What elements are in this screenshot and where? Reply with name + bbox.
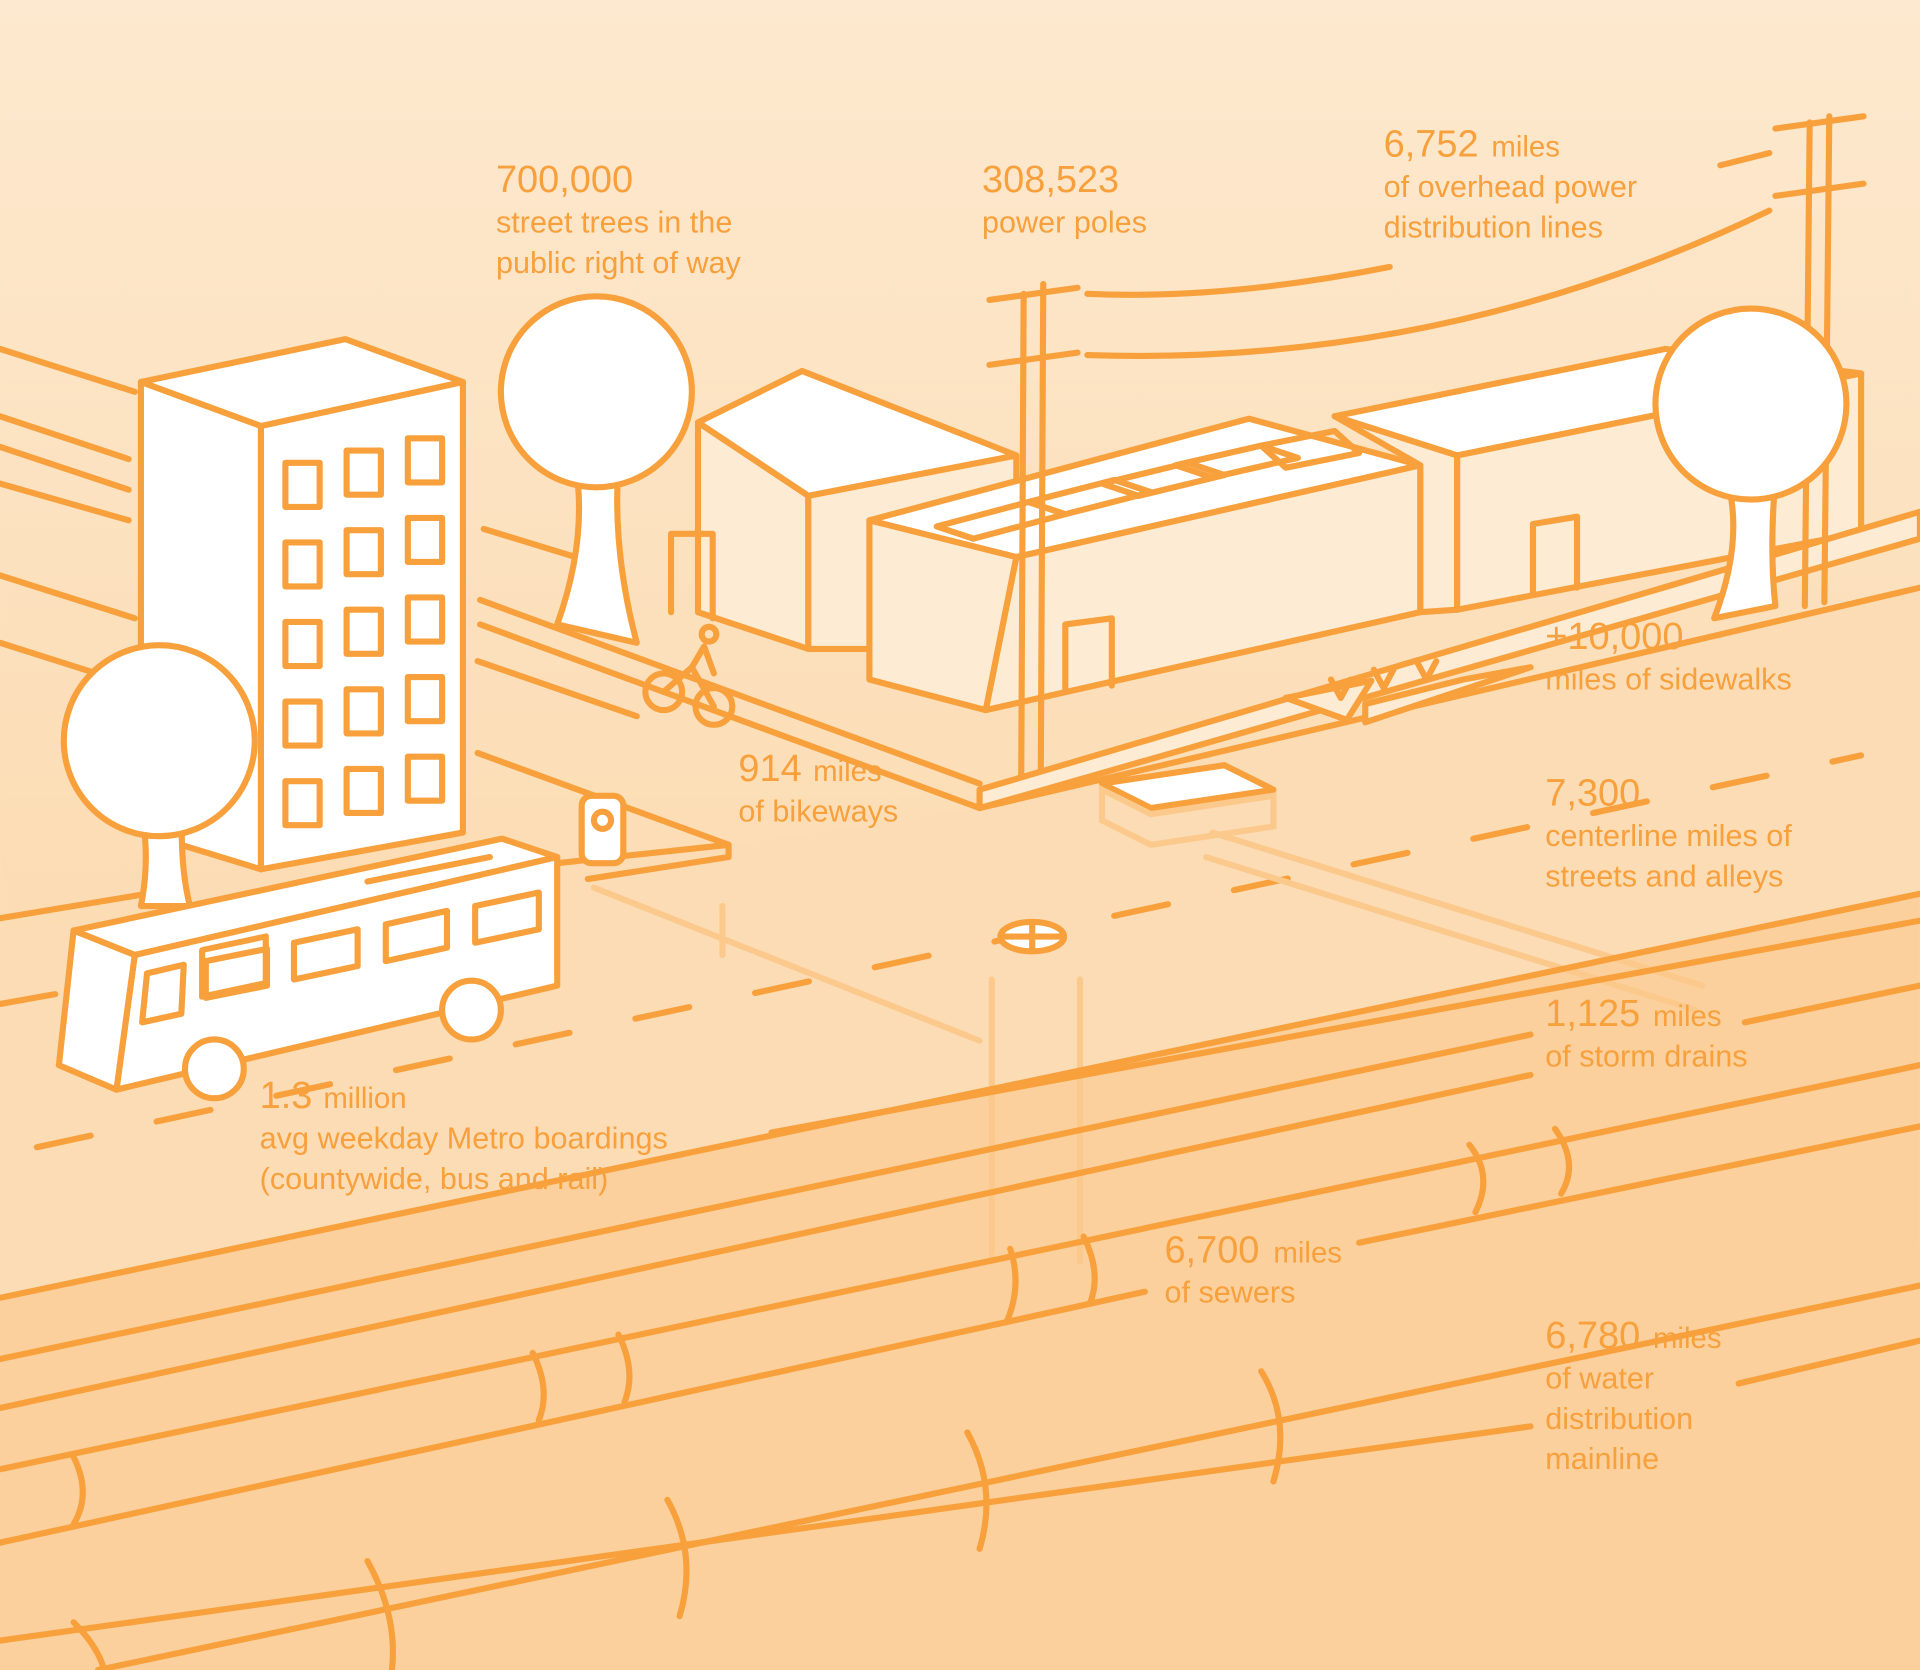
stat-desc: miles of sidewalks — [1545, 662, 1792, 696]
stat-desc: of sewers — [1164, 1276, 1295, 1310]
label-sewers: 6,700 miles of sewers — [1164, 1229, 1342, 1309]
stat-value: 1.3 — [260, 1075, 313, 1117]
label-street-trees: 700,000 street trees in the public right… — [496, 159, 742, 280]
stat-value: +10,000 — [1545, 616, 1683, 658]
street-surface — [0, 587, 1920, 1298]
street-tree — [1652, 305, 1850, 622]
stat-desc: distribution lines — [1384, 211, 1603, 245]
stat-unit: miles — [1653, 1000, 1722, 1033]
back-buildings — [667, 345, 1920, 812]
underground-pipes — [0, 890, 1920, 1670]
water-service-line — [590, 884, 983, 1044]
planters — [1282, 658, 1534, 726]
cyclist-icon — [642, 623, 736, 728]
apartment-building — [137, 336, 466, 873]
stat-unit: miles — [1653, 1322, 1722, 1355]
label-storm-drains: 1,125 miles of storm drains — [1545, 993, 1747, 1073]
stat-unit: million — [323, 1082, 406, 1115]
stat-value: 7,300 — [1545, 773, 1640, 815]
stat-value: 700,000 — [496, 159, 633, 201]
stat-desc: power poles — [982, 206, 1147, 240]
label-metro: 1.3 million avg weekday Metro boardings … — [260, 1075, 668, 1196]
stat-desc: (countywide, bus and rail) — [260, 1162, 609, 1196]
label-power-poles: 308,523 power poles — [982, 159, 1147, 239]
stat-desc: mainline — [1545, 1442, 1659, 1476]
fire-hydrant-icon — [578, 792, 627, 867]
stat-desc: streets and alleys — [1545, 859, 1783, 893]
stat-desc: distribution — [1545, 1402, 1693, 1436]
street-tree — [497, 293, 695, 646]
label-sidewalks: +10,000 miles of sidewalks — [1545, 616, 1792, 696]
stat-value: 308,523 — [982, 159, 1119, 201]
stat-unit: miles — [1491, 131, 1560, 164]
stat-desc: of bikeways — [738, 795, 898, 829]
power-lines — [1084, 149, 1773, 360]
stat-desc: of overhead power — [1384, 170, 1637, 204]
storm-drain — [1098, 762, 1706, 1014]
underground-layer — [0, 893, 1920, 1670]
stat-value: 1,125 — [1545, 993, 1640, 1035]
label-power-lines: 6,752 miles of overhead power distributi… — [1384, 124, 1637, 245]
stat-desc: of water — [1545, 1361, 1654, 1395]
stat-unit: miles — [1273, 1236, 1342, 1269]
stat-unit: miles — [813, 755, 882, 788]
label-water-mains: 6,780 miles of water distribution mainli… — [1545, 1315, 1721, 1476]
stat-value: 6,780 — [1545, 1315, 1640, 1357]
stat-desc: street trees in the — [496, 206, 732, 240]
street-tree — [60, 642, 258, 910]
stat-value: 6,700 — [1164, 1229, 1259, 1271]
stat-value: 6,752 — [1384, 124, 1479, 166]
stat-desc: of storm drains — [1545, 1039, 1747, 1073]
stat-desc: avg weekday Metro boardings — [260, 1121, 668, 1155]
label-streets: 7,300 centerline miles of streets and al… — [1545, 773, 1792, 894]
stat-value: 914 — [738, 748, 801, 790]
stat-desc: public right of way — [496, 246, 742, 280]
metro-bus — [55, 835, 561, 1102]
stat-desc: centerline miles of — [1545, 819, 1792, 853]
manhole — [988, 918, 1084, 1265]
label-bikeways: 914 miles of bikeways — [738, 748, 898, 828]
